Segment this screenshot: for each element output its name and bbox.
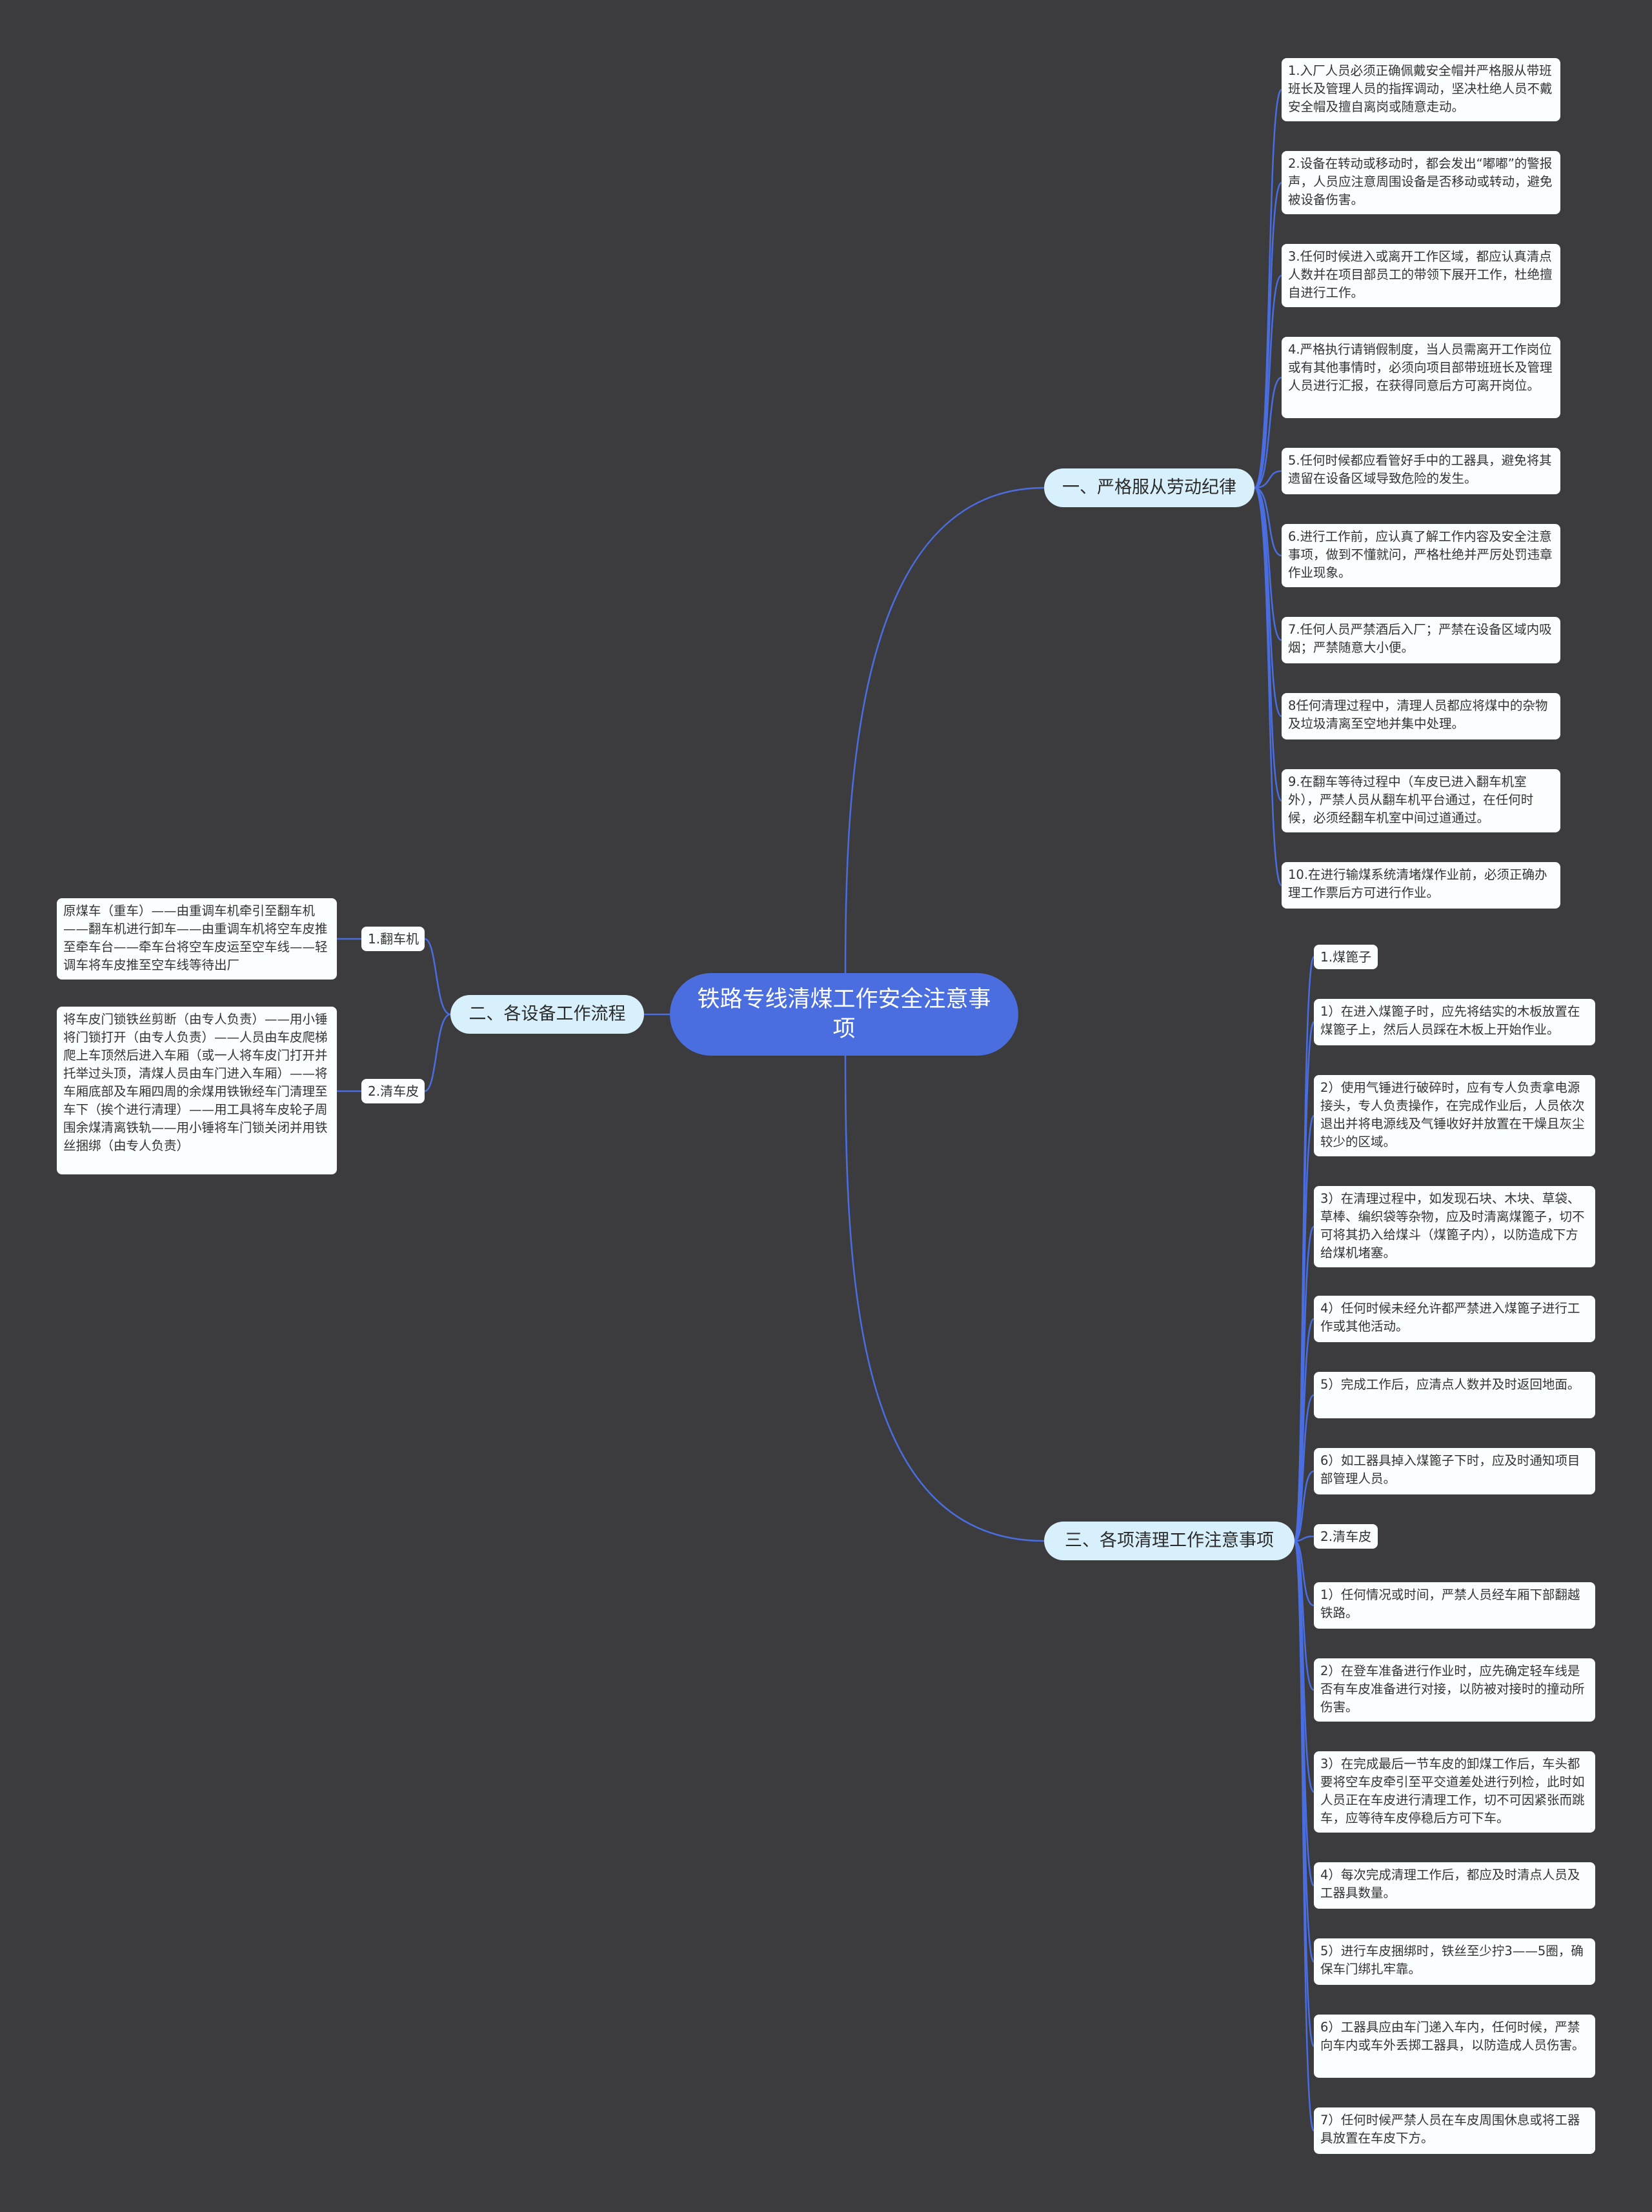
connector-line-27 [1293,1540,1315,1691]
connector-line-5 [1254,181,1283,489]
grate-note-3[interactable]: 3）在清理过程中，如发现石块、木块、草袋、草棒、编织袋等杂物，应及时清离煤篦子，… [1314,1186,1595,1267]
grate-note-1[interactable]: 1）在进入煤篦子时，应先将结实的木板放置在煤篦子上，然后人员踩在木板上开始作业。 [1314,999,1595,1045]
wagon-note-2[interactable]: 2）在登车准备进行作业时，应先确定轻车线是否有车皮准备进行对接，以防被对接时的撞… [1314,1658,1595,1722]
wagon-note-1[interactable]: 1）任何情况或时间，严禁人员经车厢下部翻越铁路。 [1314,1582,1595,1629]
workflow-wagon-cleaning[interactable]: 2.清车皮 [361,1079,425,1103]
notes-wagon-heading[interactable]: 2.清车皮 [1314,1524,1378,1549]
discipline-item-7[interactable]: 7.任何人员严禁酒后入厂；严禁在设备区域内吸烟；严禁随意大小便。 [1282,617,1560,663]
connector-line-6 [1254,274,1282,489]
connector-line-25 [1294,1535,1315,1542]
discipline-item-10[interactable]: 10.在进行输煤系统清堵煤作业前，必须正确办理工作票后方可进行作业。 [1282,862,1560,909]
connector-line-8 [1254,470,1282,489]
connector-line-26 [1294,1540,1315,1607]
discipline-item-3[interactable]: 3.任何时候进入或离开工作区域，都应认真清点人数并在项目部员工的带领下展开工作，… [1282,244,1560,307]
grate-note-4[interactable]: 4）任何时候未经允许都严禁进入煤篦子进行工作或其他活动。 [1314,1296,1595,1342]
discipline-item-1[interactable]: 1.入厂人员必须正确佩戴安全帽并严格服从带班班长及管理人员的指挥调动，坚决杜绝人… [1282,58,1560,121]
workflow-wagon-cleaning-detail[interactable]: 将车皮门锁铁丝剪断（由专人负责）——用小锤将门锁打开（由专人负责）——人员由车皮… [57,1007,337,1174]
discipline-item-5[interactable]: 5.任何时候都应看管好手中的工器具，避免将其遗留在设备区域导致危险的发生。 [1282,448,1560,494]
wagon-note-4[interactable]: 4）每次完成清理工作后，都应及时清点人员及工器具数量。 [1314,1862,1595,1909]
workflow-tipper[interactable]: 1.翻车机 [361,927,425,951]
root-topic[interactable]: 铁路专线清煤工作安全注意事项 [670,973,1018,1056]
grate-note-5[interactable]: 5）完成工作后，应清点人数并及时返回地面。 [1314,1372,1595,1418]
connector-line-7 [1254,376,1282,489]
discipline-item-4[interactable]: 4.严格执行请销假制度，当人员需离开工作岗位或有其他事情时，必须向项目部带班班长… [1282,337,1560,418]
branch-workflow-label: 二、各设备工作流程 [468,1004,626,1024]
grate-note-6[interactable]: 6）如工器具掉入煤篦子下时，应及时通知项目部管理人员。 [1314,1448,1595,1494]
connector-line-4 [1253,88,1283,489]
branch-discipline[interactable]: 一、严格服从劳动纪律 [1044,468,1254,507]
connector-line-13 [1253,487,1283,887]
wagon-note-3[interactable]: 3）在完成最后一节车皮的卸煤工作后，车头都要将空车皮牵引至平交道差处进行列检，此… [1314,1751,1595,1833]
connector-line-1 [844,487,1045,974]
discipline-item-2[interactable]: 2.设备在转动或移动时，都会发出“嘟嘟”的警报声，人员应注意周围设备是否移动或转… [1282,151,1560,214]
connector-line-10 [1254,487,1282,641]
connector-line-24 [1294,1470,1315,1542]
connector-line-2 [844,1055,1045,1542]
branch-workflow[interactable]: 二、各设备工作流程 [450,995,644,1034]
connector-line-23 [1293,1394,1315,1542]
root-topic-label: 铁路专线清煤工作安全注意事项 [697,987,991,1042]
notes-grate-heading[interactable]: 1.煤篦子 [1314,945,1378,969]
branch-discipline-label: 一、严格服从劳动纪律 [1062,478,1236,498]
wagon-note-7[interactable]: 7）任何时候严禁人员在车皮周围休息或将工器具放置在车皮下方。 [1314,2107,1595,2154]
connector-line-15 [424,1013,451,1092]
connector-line-14 [424,938,451,1016]
grate-note-2[interactable]: 2）使用气锤进行破碎时，应有专人负责拿电源接头，专人负责操作，在完成作业后，人员… [1314,1075,1595,1156]
branch-cleaning-notes-label: 三、各项清理工作注意事项 [1065,1531,1274,1551]
discipline-item-8[interactable]: 8任何清理过程中，清理人员都应将煤中的杂物及垃圾清离至空地并集中处理。 [1282,693,1560,739]
discipline-item-6[interactable]: 6.进行工作前，应认真了解工作内容及安全注意事项，做到不懂就问，严格杜绝并严厉处… [1282,524,1560,587]
connector-line-32 [1293,1540,1315,2132]
discipline-item-9[interactable]: 9.在翻车等待过程中（车皮已进入翻车机室外），严禁人员从翻车机平台通过，在任何时… [1282,769,1560,832]
branch-cleaning-notes[interactable]: 三、各项清理工作注意事项 [1044,1522,1294,1560]
workflow-tipper-detail[interactable]: 原煤车（重车）——由重调车机牵引至翻车机——翻车机进行卸车——由重调车机将空车皮… [57,898,337,980]
wagon-note-6[interactable]: 6）工器具应由车门递入车内，任何时候，严禁向车内或车外丢掷工器具，以防造成人员伤… [1314,2015,1595,2078]
connector-line-9 [1254,487,1282,557]
wagon-note-5[interactable]: 5）进行车皮捆绑时，铁丝至少拧3——5圈，确保车门绑扎牢靠。 [1314,1938,1595,1985]
